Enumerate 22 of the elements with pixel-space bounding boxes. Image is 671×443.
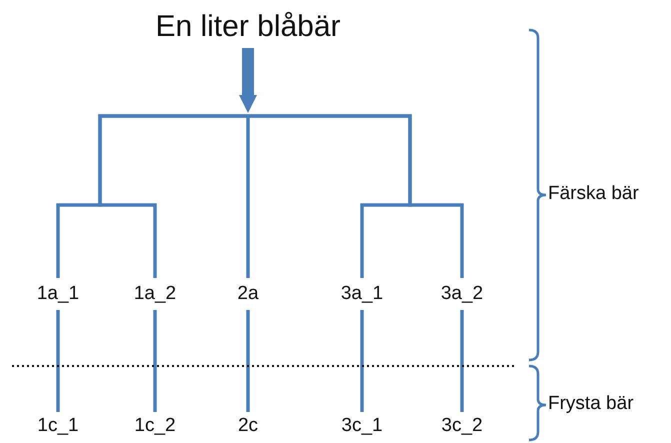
connector-line [98, 114, 248, 278]
sample-label: 3a_1 [330, 278, 394, 310]
block-arrow [239, 48, 257, 113]
connector-line [56, 310, 60, 412]
sample-label: 3a_2 [430, 278, 494, 310]
connector-line [248, 114, 464, 278]
sample-label: 3c_1 [330, 412, 394, 440]
connector-line [246, 310, 250, 412]
sample-label: 1c_2 [123, 412, 187, 440]
sample-label: 2a [223, 278, 273, 310]
group-label: Färska bär [548, 183, 639, 205]
sample-label: 1c_1 [26, 412, 90, 440]
sample-label: 3c_2 [430, 412, 494, 440]
connector-line [360, 310, 364, 412]
group-label: Frysta bär [548, 393, 634, 415]
connector-line [246, 114, 250, 278]
sample-label: 1a_2 [123, 278, 187, 310]
heading-text: En liter blåbär [133, 6, 363, 48]
sample-label: 2c [223, 412, 273, 440]
connector-line [153, 310, 157, 412]
sample-label: 1a_1 [26, 278, 90, 310]
connector-line [460, 310, 464, 412]
